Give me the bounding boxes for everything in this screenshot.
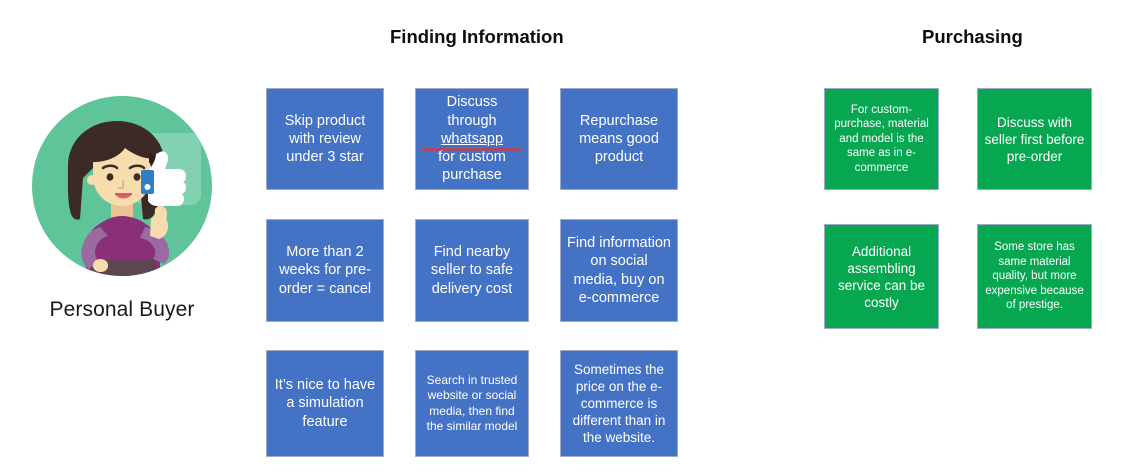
card-custom-purchase-material[interactable]: For custom-purchase, material and model … bbox=[824, 88, 939, 190]
misspelled-word-whatsapp: whatsapp bbox=[422, 130, 522, 152]
card-skip-product-review[interactable]: Skip product with review under 3 star bbox=[266, 88, 384, 190]
persona-block: Personal Buyer bbox=[22, 96, 222, 322]
card-repurchase-good-product[interactable]: Repurchase means good product bbox=[560, 88, 678, 190]
card-simulation-feature[interactable]: It’s nice to have a simulation feature bbox=[266, 350, 384, 457]
text-before-misspelling: Discuss through bbox=[446, 94, 498, 129]
card-social-media-ecommerce[interactable]: Find information on social media, buy on… bbox=[560, 219, 678, 322]
card-assembling-service-costly[interactable]: Additional assembling service can be cos… bbox=[824, 224, 939, 329]
card-price-difference[interactable]: Sometimes the price on the e-commerce is… bbox=[560, 350, 678, 457]
card-nearby-seller-delivery[interactable]: Find nearby seller to safe delivery cost bbox=[415, 219, 529, 322]
section-title-finding-information: Finding Information bbox=[390, 26, 564, 47]
persona-label: Personal Buyer bbox=[49, 298, 195, 321]
card-text-with-misspelling: Discuss through whatsapp for custom purc… bbox=[422, 93, 522, 184]
card-store-prestige-price[interactable]: Some store has same material quality, bu… bbox=[977, 224, 1092, 329]
text-after-misspelling: for custom purchase bbox=[438, 149, 506, 184]
card-preorder-two-weeks[interactable]: More than 2 weeks for pre-order = cancel bbox=[266, 219, 384, 322]
card-discuss-seller-first[interactable]: Discuss with seller first before pre-ord… bbox=[977, 88, 1092, 190]
section-title-purchasing: Purchasing bbox=[922, 26, 1023, 47]
woman-thumbs-up-avatar-icon bbox=[32, 96, 212, 276]
card-discuss-whatsapp[interactable]: Discuss through whatsapp for custom purc… bbox=[415, 88, 529, 190]
card-search-trusted-website[interactable]: Search in trusted website or social medi… bbox=[415, 350, 529, 457]
